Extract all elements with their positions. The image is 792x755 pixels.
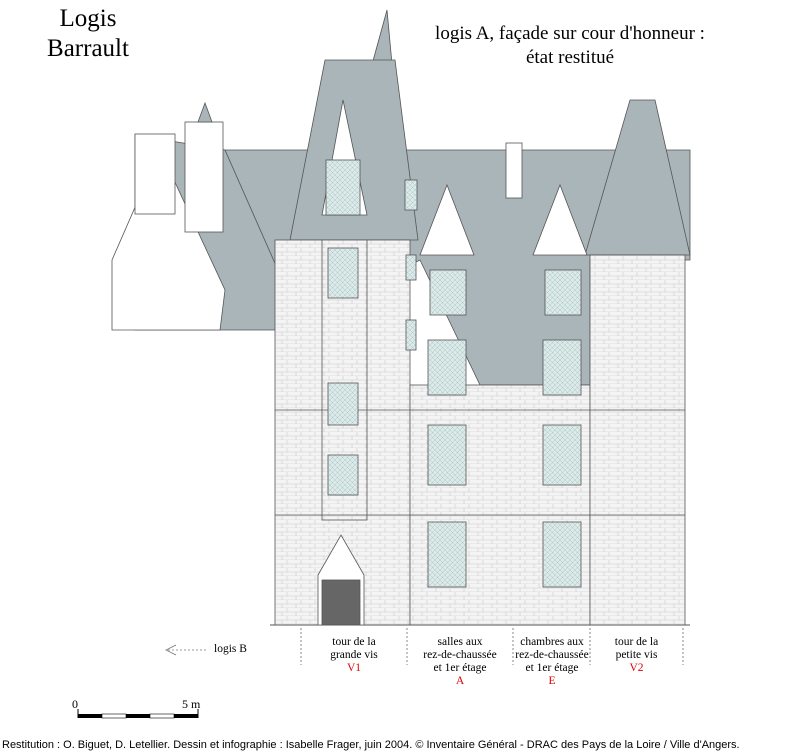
left-chimney (134, 133, 176, 215)
dormers (321, 99, 588, 316)
section-v2-code: V2 (629, 662, 644, 674)
view-title: logis A, façade sur cour d'honneur : éta… (420, 22, 720, 70)
view-title-line-1: logis A, façade sur cour d'honneur : (435, 23, 705, 44)
windows (327, 179, 582, 588)
section-a-line-3: et 1er étage (433, 662, 487, 674)
credit-line: Restitution : O. Biguet, D. Letellier. D… (2, 739, 740, 751)
doorway (317, 534, 365, 626)
scale-end-label: 5 m (182, 697, 201, 711)
dormer-e (532, 183, 588, 256)
section-v1-line-2: grande vis (330, 649, 378, 661)
section-e-line-3: et 1er étage (525, 662, 579, 674)
section-label-e: chambres aux rez-de-chaussée et 1er étag… (506, 636, 598, 688)
small-spire (197, 101, 213, 123)
section-v2-line-1: tour de la (614, 636, 659, 648)
section-v1-line-1: tour de la (332, 636, 376, 648)
building-title: Logis Barrault (28, 4, 148, 64)
scale-bar (77, 709, 199, 719)
petite-vis-wall (589, 254, 686, 626)
main-wall (409, 384, 591, 626)
section-v1-code: V1 (346, 662, 362, 674)
section-label-v1: tour de la grande vis V1 (301, 636, 407, 675)
scale-start-label: 0 (72, 697, 78, 711)
section-a-line-2: rez-de-chaussée (423, 649, 497, 661)
section-a-line-1: salles aux (437, 636, 483, 648)
building-title-line-1: Logis (59, 5, 117, 32)
section-v2-line-2: petite vis (615, 649, 658, 661)
left-chimney-2 (184, 121, 224, 233)
logis-b-arrow (165, 644, 206, 656)
section-label-a: salles aux rez-de-chaussée et 1er étage … (407, 636, 513, 688)
section-e-line-1: chambres aux (520, 636, 584, 648)
section-e-line-2: rez-de-chaussée (515, 649, 589, 661)
section-a-code: A (455, 675, 465, 687)
logis-b-label: logis B (214, 643, 247, 655)
section-e-code: E (548, 675, 556, 687)
center-chimney (505, 142, 523, 199)
view-title-line-2: état restitué (525, 47, 615, 68)
building-title-line-2: Barrault (47, 35, 129, 62)
dormer-a (419, 183, 475, 256)
section-label-v2: tour de la petite vis V2 (590, 636, 683, 675)
